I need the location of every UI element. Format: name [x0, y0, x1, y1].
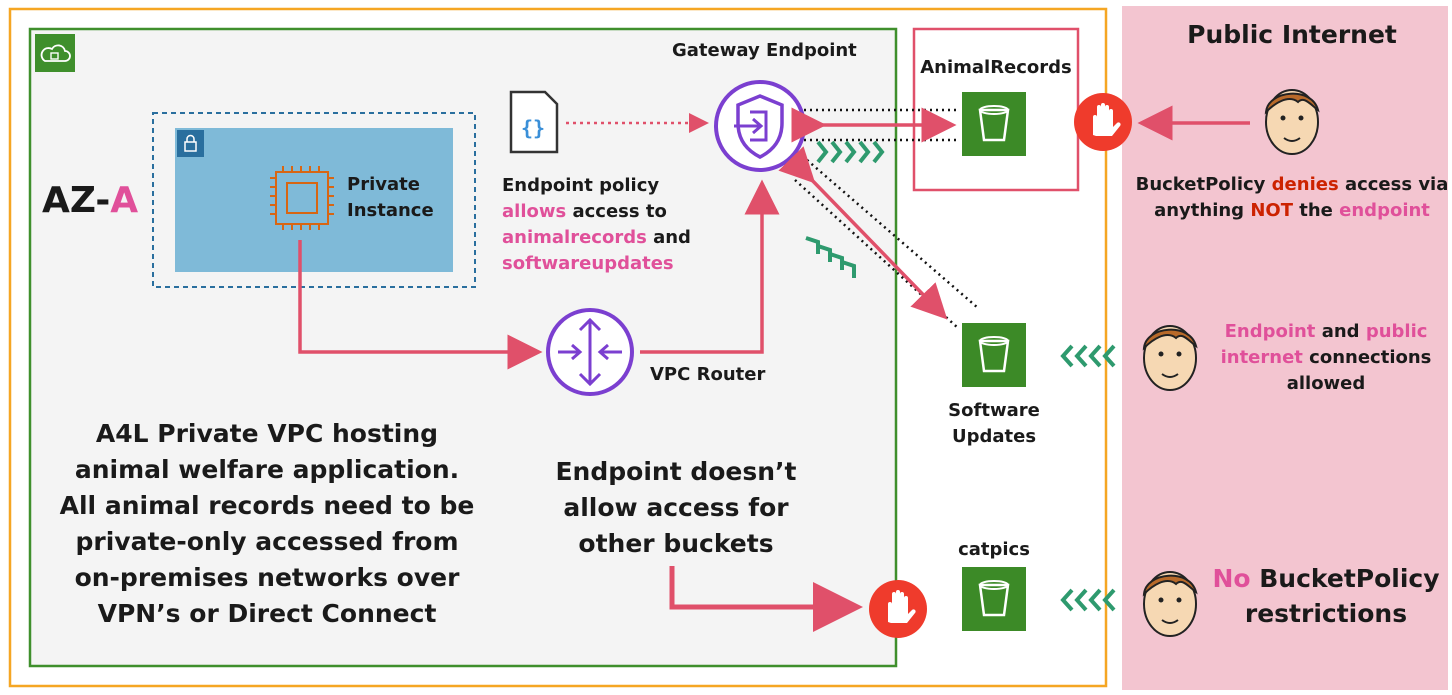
- subnet-lock-icon: [177, 130, 204, 157]
- az-label: AZ-A: [42, 180, 138, 221]
- ec2-instance-icon: [270, 166, 334, 230]
- svg-text:{}: {}: [521, 116, 545, 140]
- no-restrictions-note-1: No BucketPolicy: [1212, 564, 1439, 593]
- green-chevrons-catpics: [1060, 588, 1116, 612]
- svg-text:A4L Private VPC hosting: A4L Private VPC hosting: [96, 419, 438, 448]
- gateway-endpoint-icon: [714, 80, 806, 172]
- catpics-label: catpics: [958, 539, 1030, 560]
- deny-hand-icon: [1074, 93, 1132, 151]
- animalrecords-label: AnimalRecords: [920, 57, 1072, 78]
- region-border: [8, 7, 1108, 688]
- svg-text:All animal records need to be: All animal records need to be: [60, 491, 475, 520]
- svg-text:animal welfare application.: animal welfare application.: [75, 455, 459, 484]
- instance-label-2: Instance: [347, 200, 434, 221]
- gateway-software-arrow: [778, 146, 948, 320]
- bucket-policy-note-1: BucketPolicy denies access via: [1136, 174, 1449, 195]
- svg-text:Endpoint doesn’t: Endpoint doesn’t: [555, 457, 796, 486]
- svg-text:on-premises networks over: on-premises networks over: [75, 563, 461, 592]
- svg-text:other buckets: other buckets: [578, 529, 773, 558]
- no-restrictions-note-2: restrictions: [1245, 599, 1407, 628]
- policy-text-2: allows access to: [502, 201, 667, 222]
- vpc-cloud-icon: [35, 34, 75, 72]
- green-chevrons-sw: [1060, 344, 1116, 368]
- policy-text-4: softwareupdates: [502, 253, 674, 274]
- policy-document-icon: {}: [509, 90, 559, 154]
- vpc-router-label: VPC Router: [650, 364, 765, 385]
- vpc-router-icon: [546, 308, 634, 396]
- public-internet-title: Public Internet: [1187, 20, 1397, 49]
- instance-label: Private: [347, 174, 420, 195]
- stop-hand-icon: [869, 580, 927, 638]
- private-subnet: [175, 128, 453, 272]
- bucket-policy-note-1b: anything NOT the endpoint: [1154, 200, 1430, 221]
- user-avatar-3: [1142, 571, 1198, 637]
- gateway-endpoint-label: Gateway Endpoint: [672, 40, 857, 61]
- policy-text-3: animalrecords and: [502, 227, 691, 248]
- svg-text:private-only accessed from: private-only accessed from: [76, 527, 459, 556]
- software-updates-bucket-icon: [962, 323, 1026, 387]
- animalrecords-bucket-icon: [962, 92, 1026, 156]
- router-to-gateway-arrow: [640, 179, 780, 354]
- green-chevrons-diagonal: [805, 236, 856, 278]
- software-updates-label-1: Software: [948, 400, 1040, 421]
- endpoint-deny-arrow: [669, 566, 863, 632]
- instance-to-router-arrow: [298, 240, 543, 370]
- user-avatar-1: [1264, 89, 1320, 155]
- user-avatar-2: [1142, 325, 1198, 391]
- endpoint-note: Endpoint doesn’t allow access for other …: [555, 457, 796, 558]
- private-subnet-dashed: [152, 112, 476, 288]
- software-updates-label-2: Updates: [952, 426, 1036, 447]
- svg-text:VPN’s or Direct Connect: VPN’s or Direct Connect: [98, 599, 437, 628]
- svg-text:allow access for: allow access for: [563, 493, 789, 522]
- allowed-note-3: allowed: [1287, 373, 1366, 394]
- allowed-note-1: Endpoint and public: [1225, 321, 1428, 342]
- policy-text-1: Endpoint policy: [502, 175, 659, 196]
- allowed-note-2: internet connections: [1221, 347, 1432, 368]
- catpics-bucket-icon: [962, 567, 1026, 631]
- vpc-description: A4L Private VPC hosting animal welfare a…: [60, 419, 475, 628]
